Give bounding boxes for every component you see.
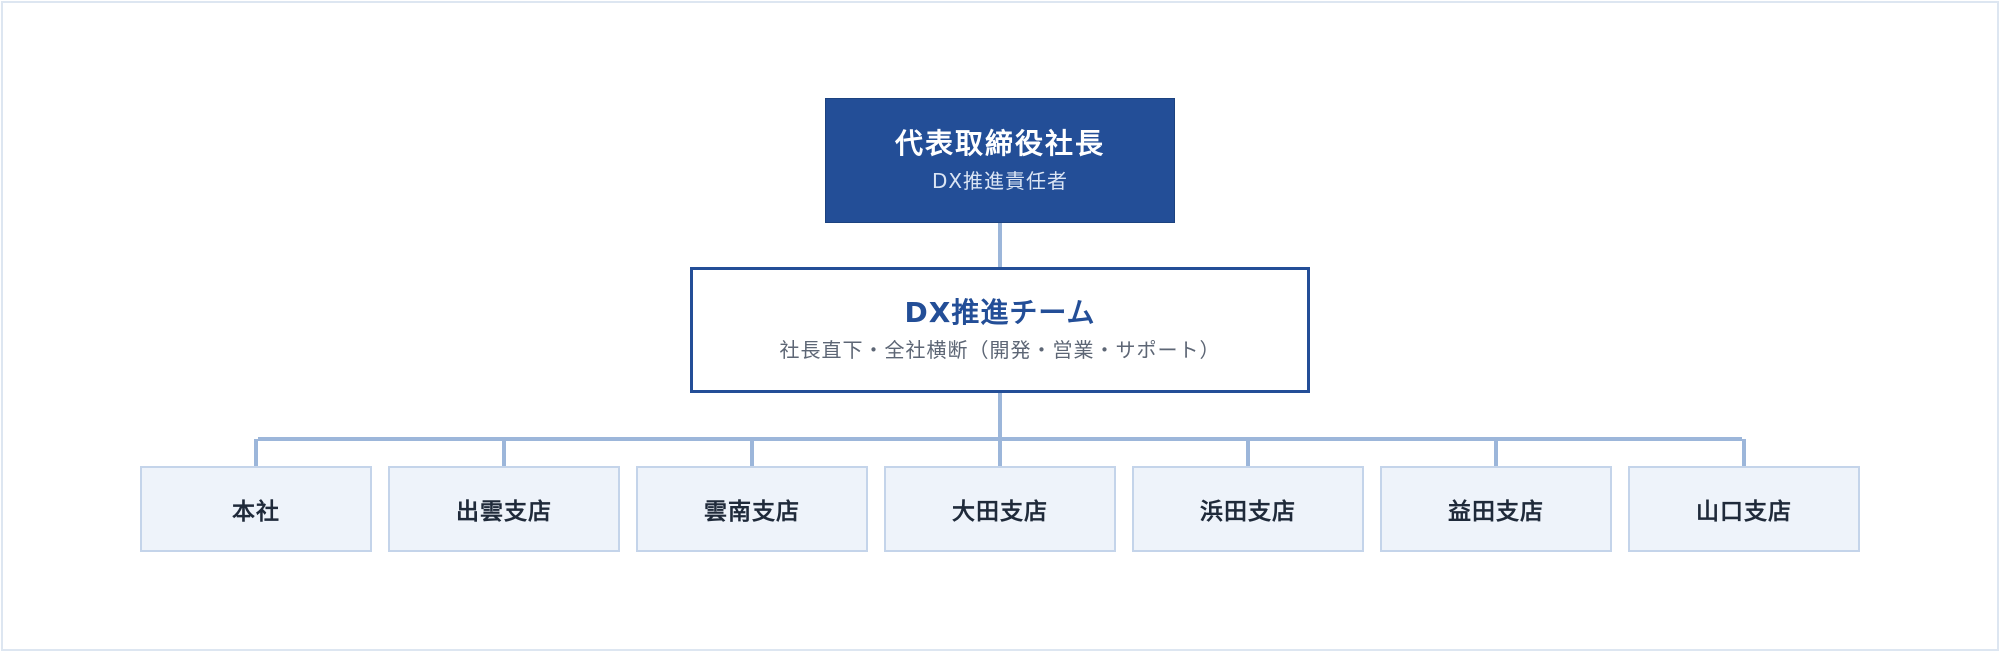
node-branch-hamada: 浜田支店 bbox=[1132, 466, 1364, 552]
connector-branch-drop bbox=[998, 439, 1002, 466]
node-dx-team-title: DX推進チーム bbox=[904, 296, 1096, 329]
connector-team-bus bbox=[998, 393, 1002, 440]
node-branch-izumo: 出雲支店 bbox=[388, 466, 620, 552]
connector-ceo-team bbox=[998, 223, 1002, 267]
connector-branch-drop bbox=[502, 439, 506, 466]
node-dx-team: DX推進チーム 社長直下・全社横断（開発・営業・サポート） bbox=[690, 267, 1310, 393]
connector-branch-drop bbox=[1494, 439, 1498, 466]
node-branch-masuda: 益田支店 bbox=[1380, 466, 1612, 552]
connector-branch-drop bbox=[1742, 439, 1746, 466]
node-branch-honsha: 本社 bbox=[140, 466, 372, 552]
node-branch-ohda: 大田支店 bbox=[884, 466, 1116, 552]
node-ceo: 代表取締役社長 DX推進責任者 bbox=[825, 98, 1175, 223]
node-ceo-subtitle: DX推進責任者 bbox=[931, 168, 1069, 193]
connector-branch-drop bbox=[254, 439, 258, 466]
connector-branch-drop bbox=[1246, 439, 1250, 466]
connector-branch-drop bbox=[750, 439, 754, 466]
node-branch-unnan: 雲南支店 bbox=[636, 466, 868, 552]
node-dx-team-subtitle: 社長直下・全社横断（開発・営業・サポート） bbox=[779, 338, 1221, 362]
node-ceo-title: 代表取締役社長 bbox=[894, 126, 1105, 160]
node-branch-yamaguchi: 山口支店 bbox=[1628, 466, 1860, 552]
